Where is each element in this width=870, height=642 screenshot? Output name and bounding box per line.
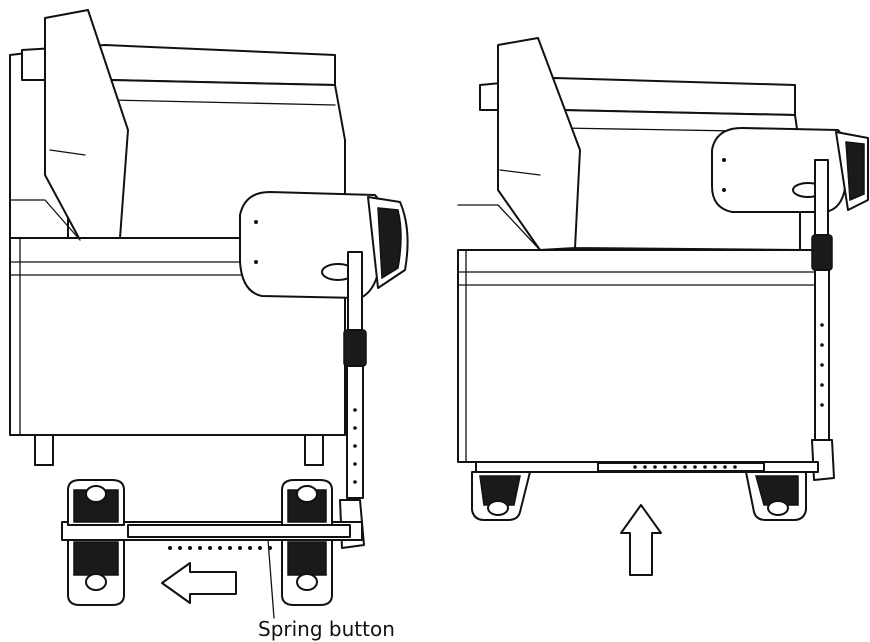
spring-button-leader [267,539,275,619]
right-base-frame [471,461,819,521]
left-foot-pad-rear-left [67,479,125,526]
left-illustration: Spring button [9,9,409,641]
right-illustration [457,37,869,576]
arrow-left-icon [161,562,237,604]
left-foot-pad-front-left [67,539,125,606]
right-foot-pad-left [471,471,531,521]
arrow-up-icon [620,504,662,576]
right-foot-pad-right [745,471,807,521]
spring-button-label: Spring button [258,617,395,641]
right-adjuster-holes [633,465,737,469]
right-tray-table [711,127,869,213]
left-foot-pad-rear-right [281,479,333,526]
left-adjuster-holes [168,546,272,550]
right-armchair [457,37,821,463]
left-base-frame [61,479,363,606]
left-foot-pad-front-right [281,539,333,606]
left-tray-table [239,191,409,299]
